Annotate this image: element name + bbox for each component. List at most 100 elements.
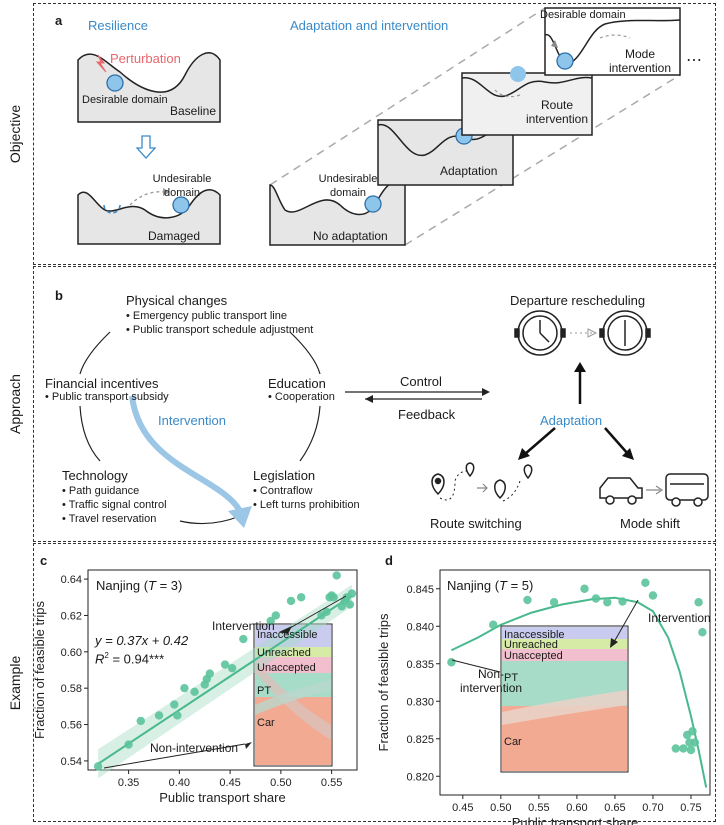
data-point xyxy=(124,740,133,749)
plot-frame xyxy=(439,569,711,796)
technology-list: • Path guidance• Traffic signal control•… xyxy=(62,485,167,525)
non-intervention-arrowhead xyxy=(245,742,252,749)
data-point xyxy=(447,658,456,667)
inset-c-unreached: Unreached xyxy=(257,647,311,659)
data-point xyxy=(489,620,498,629)
data-point xyxy=(648,591,658,600)
adaptation-intervention-title: Adaptation and intervention xyxy=(290,18,449,33)
route-switching-label: Route switching xyxy=(430,516,522,531)
example-section xyxy=(33,543,716,822)
y-axis-label: Fraction of feasible trips xyxy=(376,613,391,752)
intervention-label: Intervention xyxy=(158,413,226,428)
x-tick-label: 0.45 xyxy=(219,777,240,789)
data-point xyxy=(523,595,532,605)
data-point xyxy=(332,571,341,580)
data-point xyxy=(190,687,199,697)
panel-c-r2: R2 = 0.94*** xyxy=(95,651,165,667)
mode-shift-label: Mode shift xyxy=(620,516,680,531)
objective-section xyxy=(33,3,716,265)
bus-icon xyxy=(665,473,709,507)
data-point xyxy=(591,594,601,603)
inset-d-unaccepted: Unaccepted xyxy=(504,650,563,662)
data-point xyxy=(322,607,331,617)
financial-incentives-heading: Financial incentives xyxy=(45,376,159,391)
non-intervention-pointer xyxy=(103,743,246,769)
data-point xyxy=(694,598,703,607)
data-point xyxy=(170,700,179,709)
adaptation-label: Adaptation xyxy=(440,164,498,178)
x-tick-label: 0.55 xyxy=(321,777,342,789)
data-point xyxy=(205,669,215,678)
inset-d-unreached: Unreached xyxy=(504,639,558,651)
panel-b-letter: b xyxy=(55,288,63,303)
data-point xyxy=(690,738,699,747)
clock-shifted-icon xyxy=(599,310,651,356)
data-point xyxy=(671,744,680,753)
baseline-ball xyxy=(106,74,124,92)
data-point xyxy=(686,745,696,755)
x-axis-label: Public transport share xyxy=(159,790,285,805)
x-tick-label: 0.70 xyxy=(642,802,663,814)
x-tick-label: 0.50 xyxy=(270,777,291,789)
x-tick-label: 0.50 xyxy=(490,802,511,814)
no-adaptation-label: No adaptation xyxy=(313,229,388,243)
y-tick-label: 0.825 xyxy=(406,734,434,746)
plot-frame xyxy=(87,569,358,771)
damaged-ball xyxy=(172,196,190,214)
down-arrow-icon xyxy=(135,135,157,159)
education-list: • Cooperation xyxy=(268,391,335,403)
panel-a-graphics: ⋯ xyxy=(77,7,702,246)
x-tick-label: 0.75 xyxy=(680,802,701,814)
data-point xyxy=(580,584,589,593)
data-point xyxy=(239,634,248,644)
panel-a-letter: a xyxy=(55,13,63,28)
y-tick-label: 0.60 xyxy=(61,647,82,659)
panel-c-equation: y = 0.37x + 0.42 xyxy=(95,633,189,648)
departure-rescheduling-label: Departure rescheduling xyxy=(510,293,646,308)
inset-d-pt: PT xyxy=(504,672,519,684)
technology-heading: Technology xyxy=(62,468,128,483)
data-point xyxy=(329,593,338,602)
x-tick-label: 0.40 xyxy=(169,777,190,789)
data-point xyxy=(603,598,612,607)
data-point xyxy=(266,616,275,626)
intervention-pointer xyxy=(289,595,347,629)
data-point xyxy=(180,683,189,693)
data-point xyxy=(296,593,306,602)
data-point xyxy=(173,711,182,720)
data-point xyxy=(136,716,145,726)
panel-c-non-intervention-label: Non-intervention xyxy=(150,741,239,755)
panel-c-intervention-label: Intervention xyxy=(212,619,275,633)
panel-c-city: Nanjing (T = 3) xyxy=(96,578,183,593)
inset-c-pt: PT xyxy=(257,685,272,697)
data-point xyxy=(345,600,355,609)
y-tick-label: 0.56 xyxy=(61,720,82,732)
panel-c-letter: c xyxy=(40,553,48,568)
x-axis-label: Public transport share xyxy=(512,815,638,825)
y-tick-label: 0.64 xyxy=(61,574,82,586)
y-tick-label: 0.58 xyxy=(61,683,82,695)
panel-d-city: Nanjing (T = 5) xyxy=(447,578,534,593)
desirable-domain-label: Desirable domain xyxy=(82,94,168,106)
fit-confidence-band xyxy=(98,584,352,779)
data-point xyxy=(679,744,688,753)
resilience-title: Resilience xyxy=(88,18,148,33)
panel-d-non-intervention-label: Non-intervention xyxy=(460,667,523,695)
y-tick-label: 0.835 xyxy=(406,659,434,671)
y-tick-label: 0.830 xyxy=(406,696,434,708)
data-point xyxy=(227,663,237,673)
approach-section xyxy=(33,266,716,542)
data-point xyxy=(641,578,650,587)
inset-c xyxy=(253,623,333,767)
data-point xyxy=(347,589,357,598)
education-heading: Education xyxy=(268,376,326,391)
inset-d-inaccessible: Inaccessible xyxy=(504,629,565,641)
adaptation-label-b: Adaptation xyxy=(540,413,603,428)
x-tick-label: 0.55 xyxy=(528,802,549,814)
panel-d-letter: d xyxy=(385,553,393,568)
